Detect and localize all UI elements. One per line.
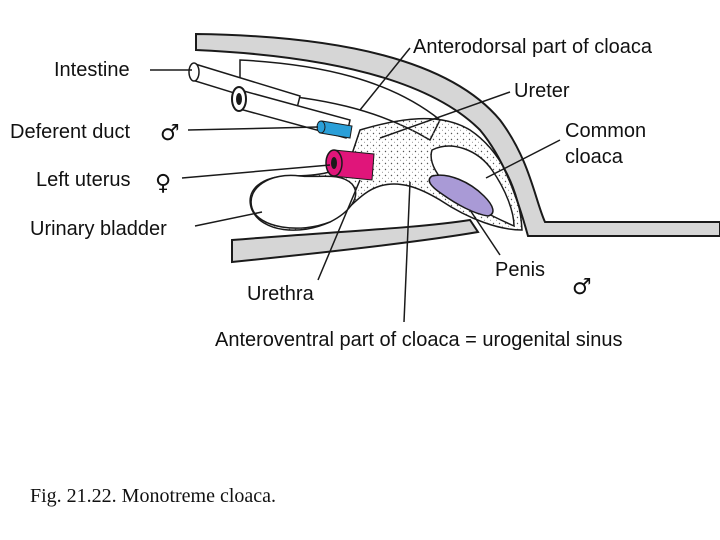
label-urinary-bladder: Urinary bladder: [30, 218, 167, 240]
deferent-duct: [316, 120, 353, 139]
label-deferent-duct: Deferent duct: [10, 121, 131, 143]
body-wall-ventral: [231, 218, 480, 264]
label-ureter: Ureter: [514, 80, 570, 102]
body-wall-dorsal: [195, 32, 720, 237]
label-common: Common: [565, 120, 646, 142]
label-anteroventral-part-of-cloaca: Anteroventral part of cloaca = urogenita…: [215, 329, 622, 351]
label-penis: Penis: [495, 259, 545, 281]
label-intestine: Intestine: [54, 59, 130, 81]
figure-caption: Fig. 21.22. Monotreme cloaca.: [30, 485, 277, 507]
label-anterodorsal-part-of-cloaca: Anterodorsal part of cloaca: [413, 36, 653, 58]
label-urethra: Urethra: [247, 283, 315, 305]
label-left-uterus: Left uterus: [36, 169, 131, 191]
penis: [428, 174, 494, 217]
urinary-bladder: [250, 174, 357, 229]
label-cloaca: cloaca: [565, 146, 624, 168]
leader-lines: [150, 47, 561, 323]
male-symbol-icon: ♂: [160, 121, 180, 146]
male-symbol-icon: ♂: [572, 275, 592, 300]
female-symbol-icon: ♀: [155, 171, 171, 196]
left-uterus: [325, 149, 375, 181]
